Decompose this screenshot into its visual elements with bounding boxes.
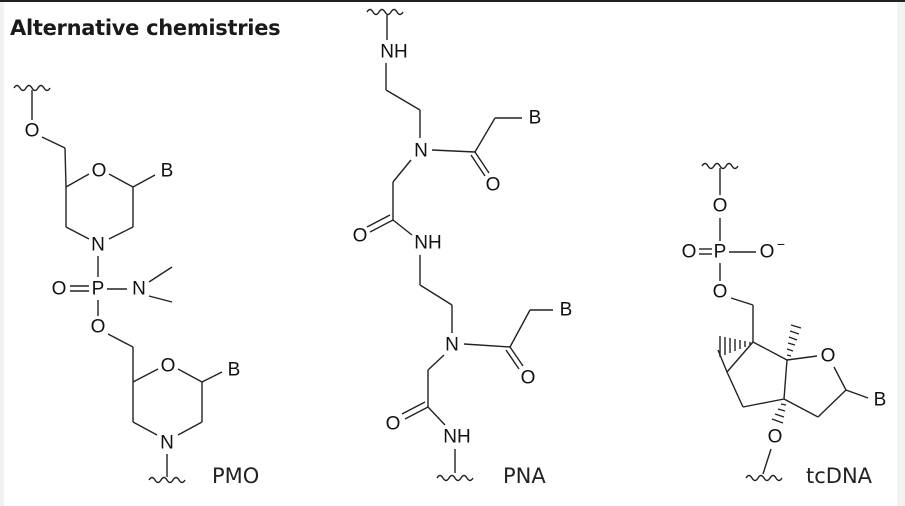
wavy-bond-icon — [745, 474, 783, 482]
atom-p: P — [92, 279, 105, 300]
negative-charge: − — [777, 236, 785, 252]
atom-o: O — [25, 121, 40, 142]
hashed-wedge — [786, 324, 802, 357]
atom-o: O — [52, 279, 67, 300]
atom-o-minus: O — [760, 242, 775, 263]
pna-structure: NH N B O O NH N B O O NH — [353, 8, 573, 488]
figure-title: Alternative chemistries — [10, 16, 281, 40]
atom-o: O — [92, 161, 107, 182]
structure-label-tcdna: tcDNA — [806, 464, 873, 488]
atom-o: O — [713, 196, 728, 217]
atom-o: O — [521, 368, 536, 389]
top-rule — [0, 0, 905, 2]
atom-o: O — [713, 282, 728, 303]
wavy-bond-icon — [436, 474, 474, 482]
atom-o: O — [161, 356, 176, 377]
wavy-bond-icon — [366, 8, 404, 16]
atom-n: N — [445, 335, 459, 356]
structure-label-pmo: PMO — [212, 464, 259, 488]
structure-label-pna: PNA — [503, 464, 546, 488]
atom-n: N — [414, 141, 428, 162]
atom-o: O — [486, 175, 501, 196]
atom-o: O — [682, 242, 697, 263]
atom-o: O — [91, 317, 106, 338]
right-border — [897, 0, 905, 506]
atom-nh: NH — [414, 233, 441, 254]
atom-p: P — [714, 242, 727, 263]
atom-b: B — [529, 108, 542, 129]
atom-b: B — [560, 300, 573, 321]
atom-o: O — [821, 346, 836, 367]
wavy-bond-icon — [148, 476, 186, 484]
atom-b: B — [874, 390, 887, 411]
atom-o: O — [768, 427, 783, 448]
pmo-structure: O O B N P O N O O B N — [13, 84, 259, 488]
atom-o: O — [386, 414, 401, 435]
atom-n: N — [132, 279, 146, 300]
tcdna-structure: O P O O − O — [682, 162, 887, 488]
atom-o: O — [353, 226, 368, 247]
wavy-bond-icon — [701, 162, 739, 170]
atom-b: B — [161, 161, 174, 182]
wavy-bond-icon — [13, 84, 51, 92]
atom-n: N — [160, 433, 174, 454]
atom-b: B — [228, 360, 241, 381]
hashed-wedge — [771, 403, 787, 424]
left-border — [0, 0, 4, 506]
hashed-wedge — [719, 336, 751, 357]
atom-n: N — [91, 235, 105, 256]
atom-nh: NH — [380, 42, 407, 63]
atom-nh: NH — [443, 427, 470, 448]
